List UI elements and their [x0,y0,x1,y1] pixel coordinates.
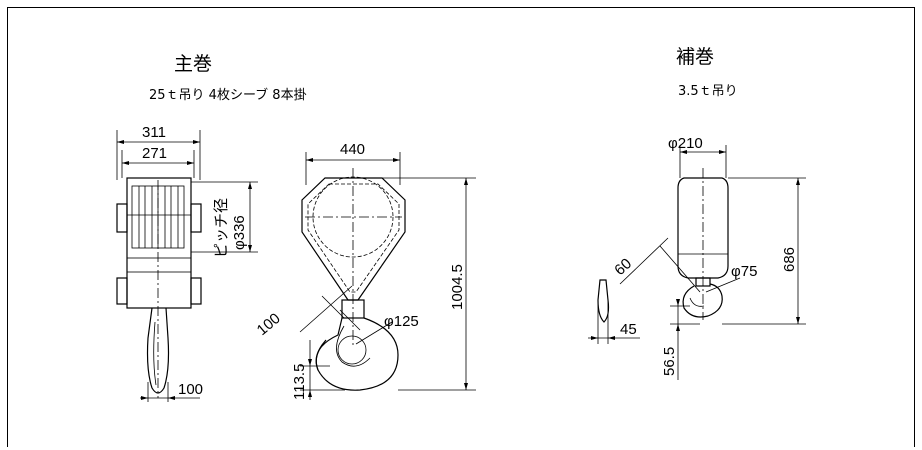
dim-pitch-label: ピッチ径 [213,198,230,258]
dim-throat: 100 [254,310,284,339]
aux-dim-hook-bottom: 56.5 [661,347,678,376]
aux-hook-drawing [588,145,806,380]
aux-dim-total-height: 686 [781,247,798,272]
dim-width-outer: 311 [142,124,166,141]
main-hook-side-view [116,130,258,402]
dim-block-width: 440 [340,141,365,158]
dim-hook-bottom: 113.5 [291,364,308,400]
dim-hook-base: 100 [178,381,203,398]
aux-dim-diameter: φ210 [668,135,703,152]
main-hook-subtitle: 25ｔ吊り 4枚シーブ 8本掛 [149,87,307,103]
dim-total-height: 1004.5 [449,264,466,310]
drawing-frame [7,7,915,447]
aux-dim-side-width: 45 [620,321,637,338]
aux-hook-subtitle: 3.5ｔ吊り [678,84,738,99]
dim-hook-radius: φ125 [384,313,419,330]
main-hook-title: 主巻 [174,53,212,75]
aux-dim-throat: 60 [611,255,635,279]
aux-hook-title: 補巻 [676,46,714,68]
aux-dim-hook-radius: φ75 [731,263,757,280]
dim-width-inner: 271 [142,145,167,162]
dim-pitch-diameter: φ336 [231,215,248,250]
main-hook-front-view [299,152,476,400]
